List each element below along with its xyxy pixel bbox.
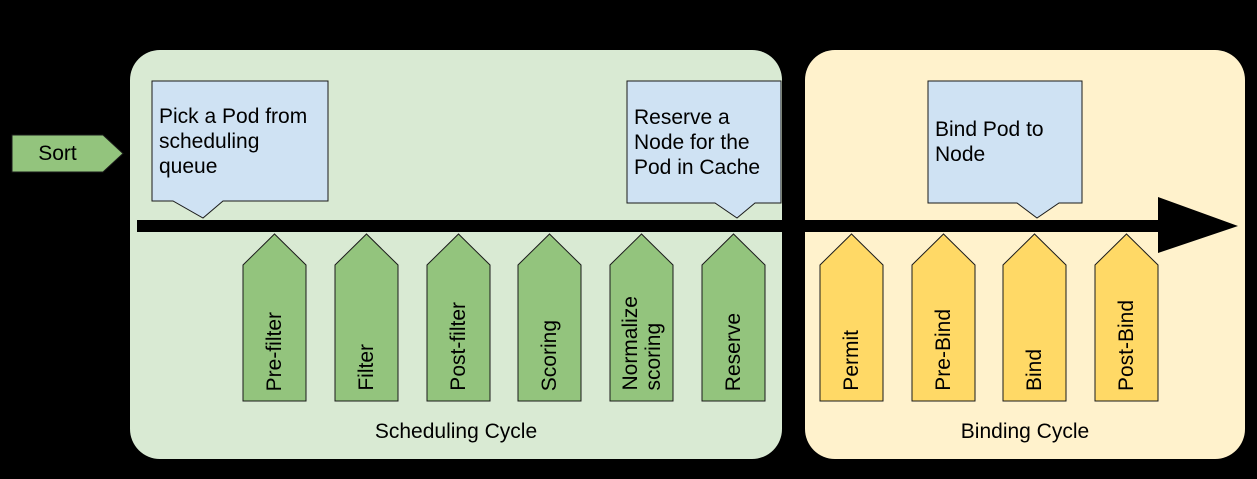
stage-scoring: Scoring xyxy=(517,233,582,402)
up-arrow-icon xyxy=(517,233,582,402)
up-arrow-icon xyxy=(609,233,674,402)
stage-label: Permit xyxy=(840,330,863,391)
stage-label: Scoring xyxy=(538,319,561,391)
stage-normalize-scoring: Normalize scoring xyxy=(609,233,674,402)
right-arrow-icon xyxy=(11,134,124,173)
callout-pick-pod-text: Pick a Pod from scheduling queue xyxy=(159,104,308,178)
speech-bubble-shape xyxy=(151,80,329,219)
callout-reserve-node-text: Reserve a Node for the Pod in Cache xyxy=(634,105,761,179)
speech-bubble-shape xyxy=(626,80,782,219)
stage-filter: Filter xyxy=(334,233,399,402)
stage-post-filter: Post-filter xyxy=(426,233,491,402)
up-arrow-icon xyxy=(911,233,976,402)
callout-pick-pod: Pick a Pod from scheduling queue xyxy=(151,80,329,219)
stage-bind: Bind xyxy=(1002,233,1067,402)
stage-reserve: Reserve xyxy=(701,233,766,402)
stage-label: Pre-filter xyxy=(263,311,286,391)
stage-label: Post-Bind xyxy=(1115,299,1138,391)
stage-post-bind: Post-Bind xyxy=(1094,233,1159,402)
up-arrow-icon xyxy=(426,233,491,402)
scheduling-cycle-title: Scheduling Cycle xyxy=(374,420,538,443)
stage-label: Reserve xyxy=(722,312,745,391)
up-arrow-icon xyxy=(1094,233,1159,402)
stage-label: Normalize scoring xyxy=(618,296,665,391)
sort-label: Sort xyxy=(38,142,77,165)
stage-label: Pre-Bind xyxy=(932,309,955,391)
stage-pre-bind: Pre-Bind xyxy=(911,233,976,402)
stage-label: Post-filter xyxy=(447,302,470,391)
up-arrow-icon xyxy=(334,233,399,402)
binding-cycle-title: Binding Cycle xyxy=(960,420,1090,443)
sort-stage: Sort xyxy=(11,134,124,173)
speech-bubble-shape xyxy=(927,80,1083,219)
stage-label: Filter xyxy=(355,344,378,391)
callout-bind-pod-text: Bind Pod to Node xyxy=(935,118,1044,166)
stage-label: Bind xyxy=(1023,348,1046,391)
up-arrow-icon xyxy=(1002,233,1067,402)
callout-reserve-node: Reserve a Node for the Pod in Cache xyxy=(626,80,782,219)
stage-pre-filter: Pre-filter xyxy=(242,233,307,402)
up-arrow-icon xyxy=(701,233,766,402)
stage-permit: Permit xyxy=(819,233,884,402)
callout-bind-pod: Bind Pod to Node xyxy=(927,80,1083,219)
up-arrow-icon xyxy=(819,233,884,402)
up-arrow-icon xyxy=(242,233,307,402)
